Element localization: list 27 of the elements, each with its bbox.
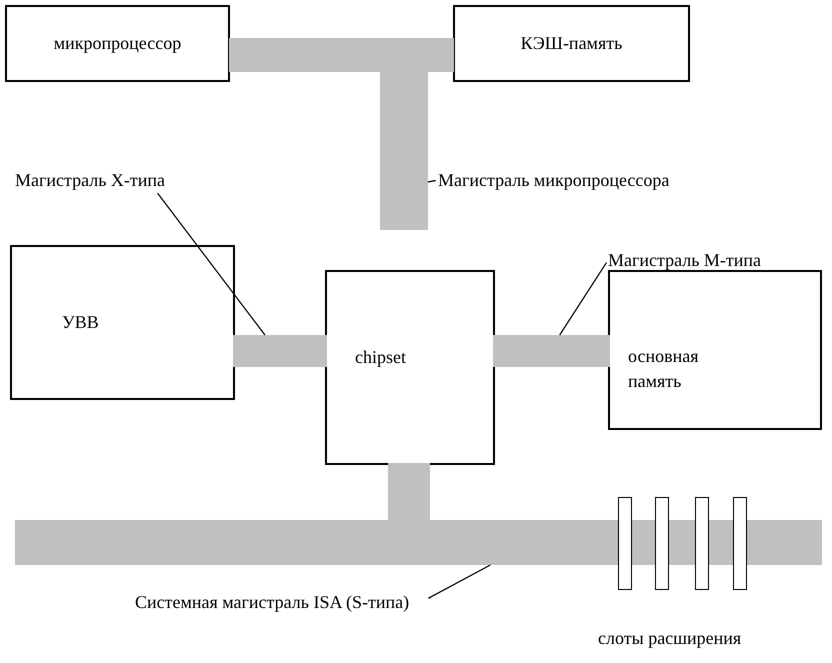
slots-label: слоты расширения: [598, 628, 742, 649]
bus-bar: [15, 520, 822, 565]
leader-line: [157, 192, 266, 336]
expansion-slot: [695, 497, 709, 590]
leader-line: [428, 564, 491, 599]
expansion-slot: [733, 497, 747, 590]
box-label: chipset: [355, 347, 406, 368]
expansion-slot: [655, 497, 669, 590]
bus-label: Магистраль микропроцессора: [438, 170, 670, 191]
memory-box: [608, 270, 822, 430]
bus-bar: [388, 463, 430, 522]
box-label: основная память: [628, 345, 700, 394]
expansion-slot: [618, 497, 632, 590]
processor-box: [5, 5, 230, 82]
box-label: КЭШ-память: [520, 33, 622, 54]
box-label: УВВ: [62, 312, 99, 333]
chipset-box: [325, 270, 495, 465]
bus-bar: [233, 335, 327, 367]
io-device-box: [10, 245, 235, 400]
leader-line: [559, 262, 607, 336]
bus-label: Системная магистраль ISA (S-типа): [135, 592, 410, 613]
bus-label: Магистраль M-типа: [608, 250, 762, 271]
leader-line: [428, 180, 436, 183]
bus-bar: [493, 335, 610, 367]
bus-label: Магистраль X-типа: [15, 170, 166, 191]
box-label: микропроцессор: [54, 33, 182, 54]
cache-box: [453, 5, 690, 82]
